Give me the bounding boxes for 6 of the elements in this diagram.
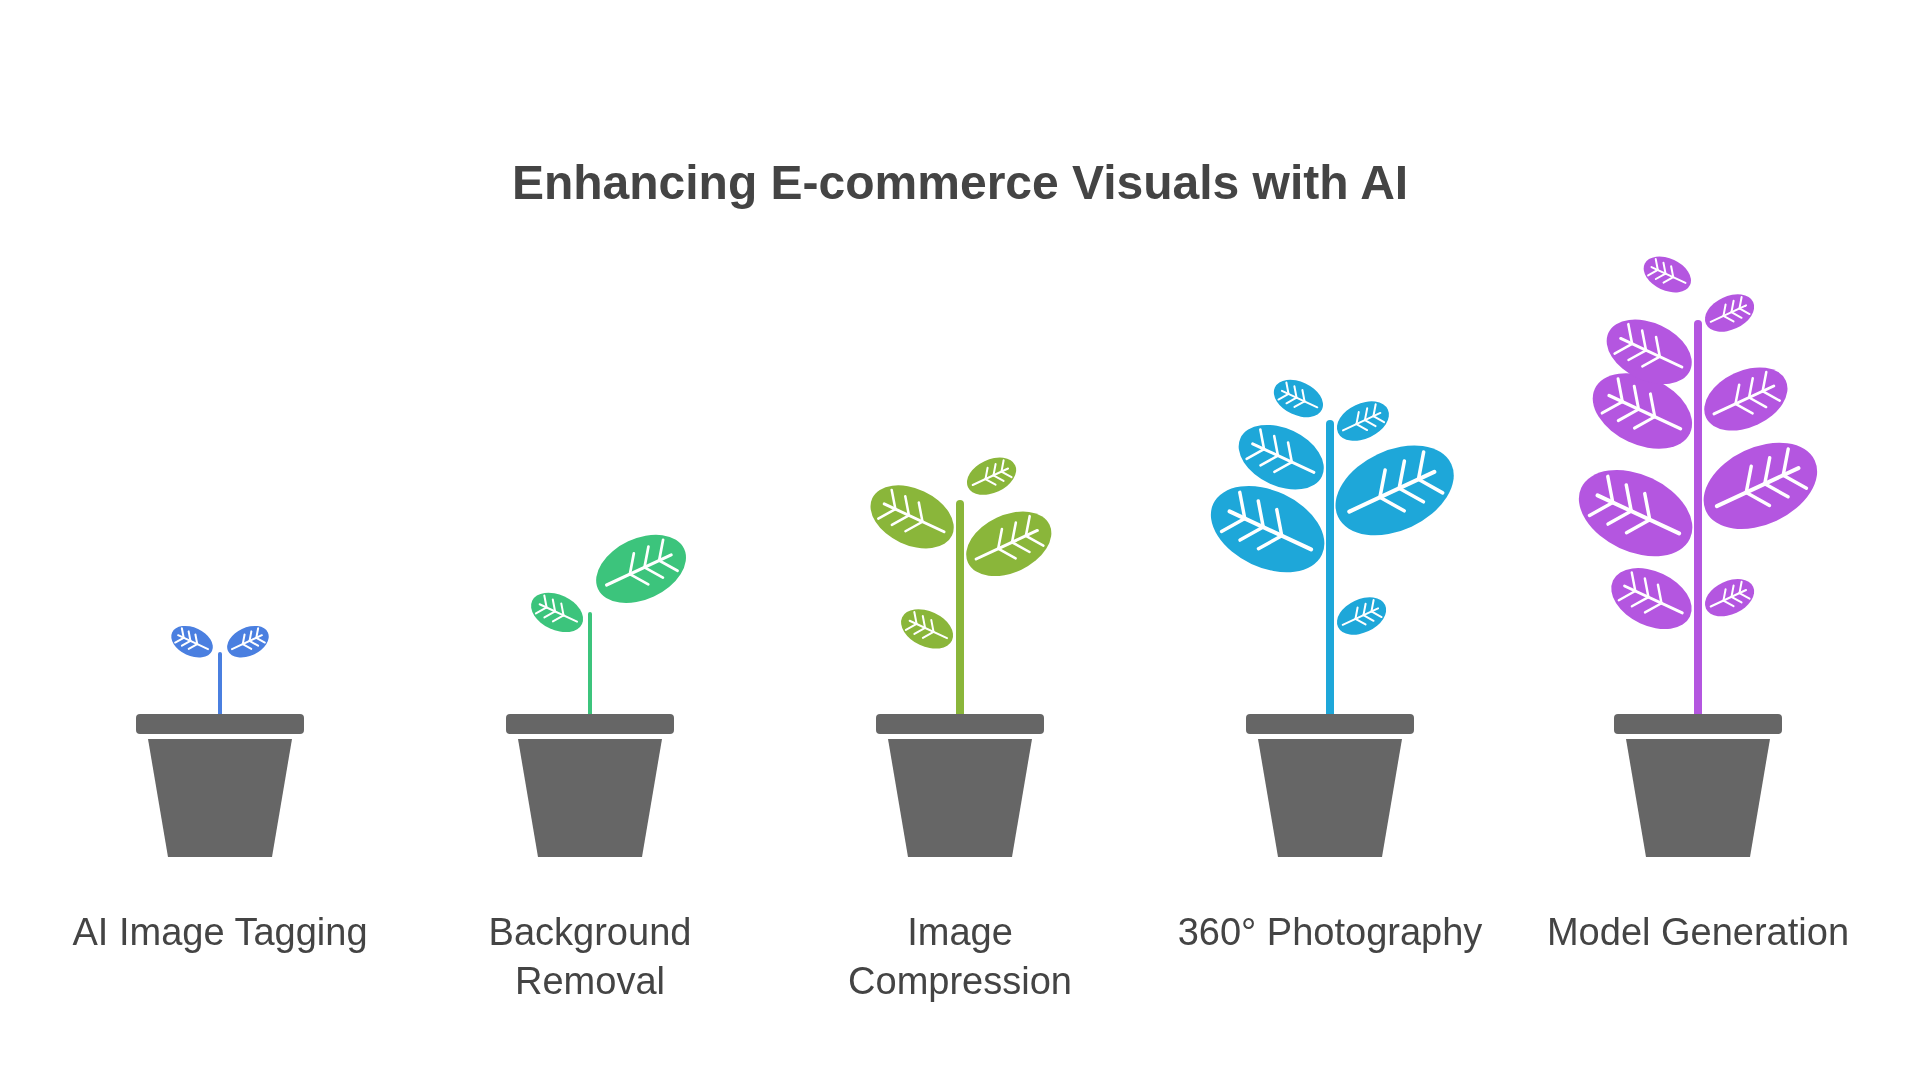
- plant-label: Image Compression: [847, 910, 1073, 1004]
- plant-label: Background Removal: [487, 910, 693, 1004]
- plant-label: AI Image Tagging: [71, 910, 369, 955]
- plant-label: 360° Photography: [1176, 910, 1484, 955]
- title: Enhancing E-commerce Visuals with AI: [510, 155, 1410, 210]
- plant-label: Model Generation: [1545, 910, 1851, 955]
